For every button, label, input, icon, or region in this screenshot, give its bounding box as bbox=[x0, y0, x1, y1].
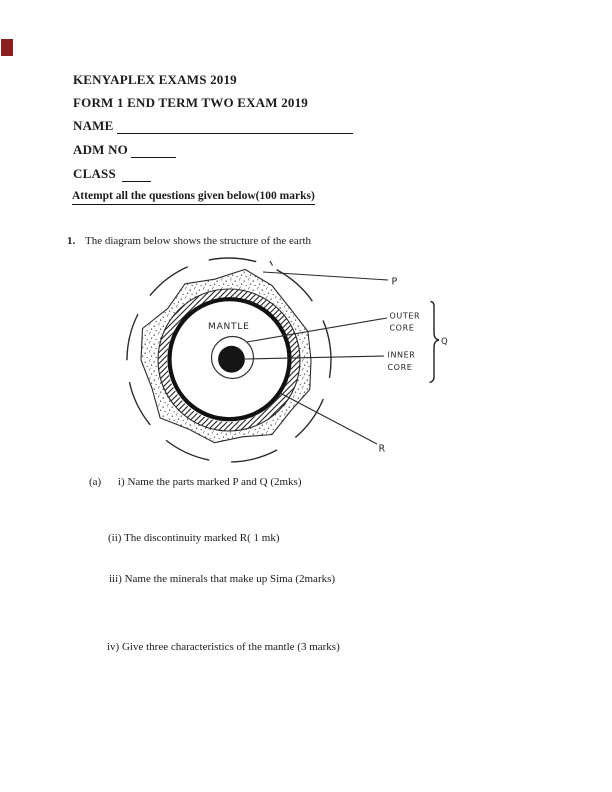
question-1-number: 1. bbox=[67, 235, 76, 247]
earth-structure-diagram: MANTLE OUTER CORE INNER CORE P Q R bbox=[126, 257, 448, 463]
page-corner-marker bbox=[1, 39, 13, 56]
name-blank-line bbox=[117, 119, 353, 134]
exam-instruction: Attempt all the questions given below(10… bbox=[72, 190, 315, 205]
question-a-iii: iii) Name the minerals that make up Sima… bbox=[109, 572, 336, 585]
outer-core-label-line1: OUTER bbox=[390, 312, 421, 321]
outer-core-leader-line bbox=[246, 317, 388, 343]
label-p: P bbox=[392, 277, 398, 288]
part-a-label: (a) bbox=[89, 475, 102, 488]
adm-no-label: ADM NO bbox=[73, 142, 128, 157]
class-label: CLASS bbox=[73, 166, 116, 181]
outer-core-label-line2: CORE bbox=[390, 324, 415, 333]
exam-title: KENYAPLEX EXAMS 2019 bbox=[73, 71, 237, 87]
p-leader-line bbox=[262, 271, 389, 281]
r-leader-line bbox=[279, 392, 378, 445]
label-q: Q bbox=[441, 337, 448, 347]
label-r: R bbox=[379, 444, 386, 455]
q-brace bbox=[429, 300, 440, 384]
hatched-ring bbox=[158, 289, 300, 431]
inner-core-leader-line bbox=[244, 355, 385, 360]
question-a-ii: (ii) The discontinuity marked R( 1 mk) bbox=[108, 531, 280, 544]
question-a-iv: iv) Give three characteristics of the ma… bbox=[107, 640, 340, 653]
mantle-label: MANTLE bbox=[208, 322, 250, 332]
inner-core-circle bbox=[218, 345, 245, 373]
inner-core-label-line2: CORE bbox=[388, 363, 413, 372]
dashed-outer-circle bbox=[126, 257, 332, 463]
name-label: NAME bbox=[73, 118, 114, 133]
adm-no-blank-line bbox=[131, 143, 176, 158]
question-1-row: 1. The diagram below shows the structure … bbox=[67, 235, 311, 247]
inner-core-label-line1: INNER bbox=[388, 351, 416, 360]
exam-subtitle: FORM 1 END TERM TWO EXAM 2019 bbox=[73, 95, 308, 110]
pen-tick-mark bbox=[269, 260, 274, 266]
question-1-text: The diagram below shows the structure of… bbox=[85, 235, 312, 247]
class-blank-line bbox=[122, 167, 151, 182]
question-a-i: i) Name the parts marked P and Q (2mks) bbox=[118, 475, 302, 488]
